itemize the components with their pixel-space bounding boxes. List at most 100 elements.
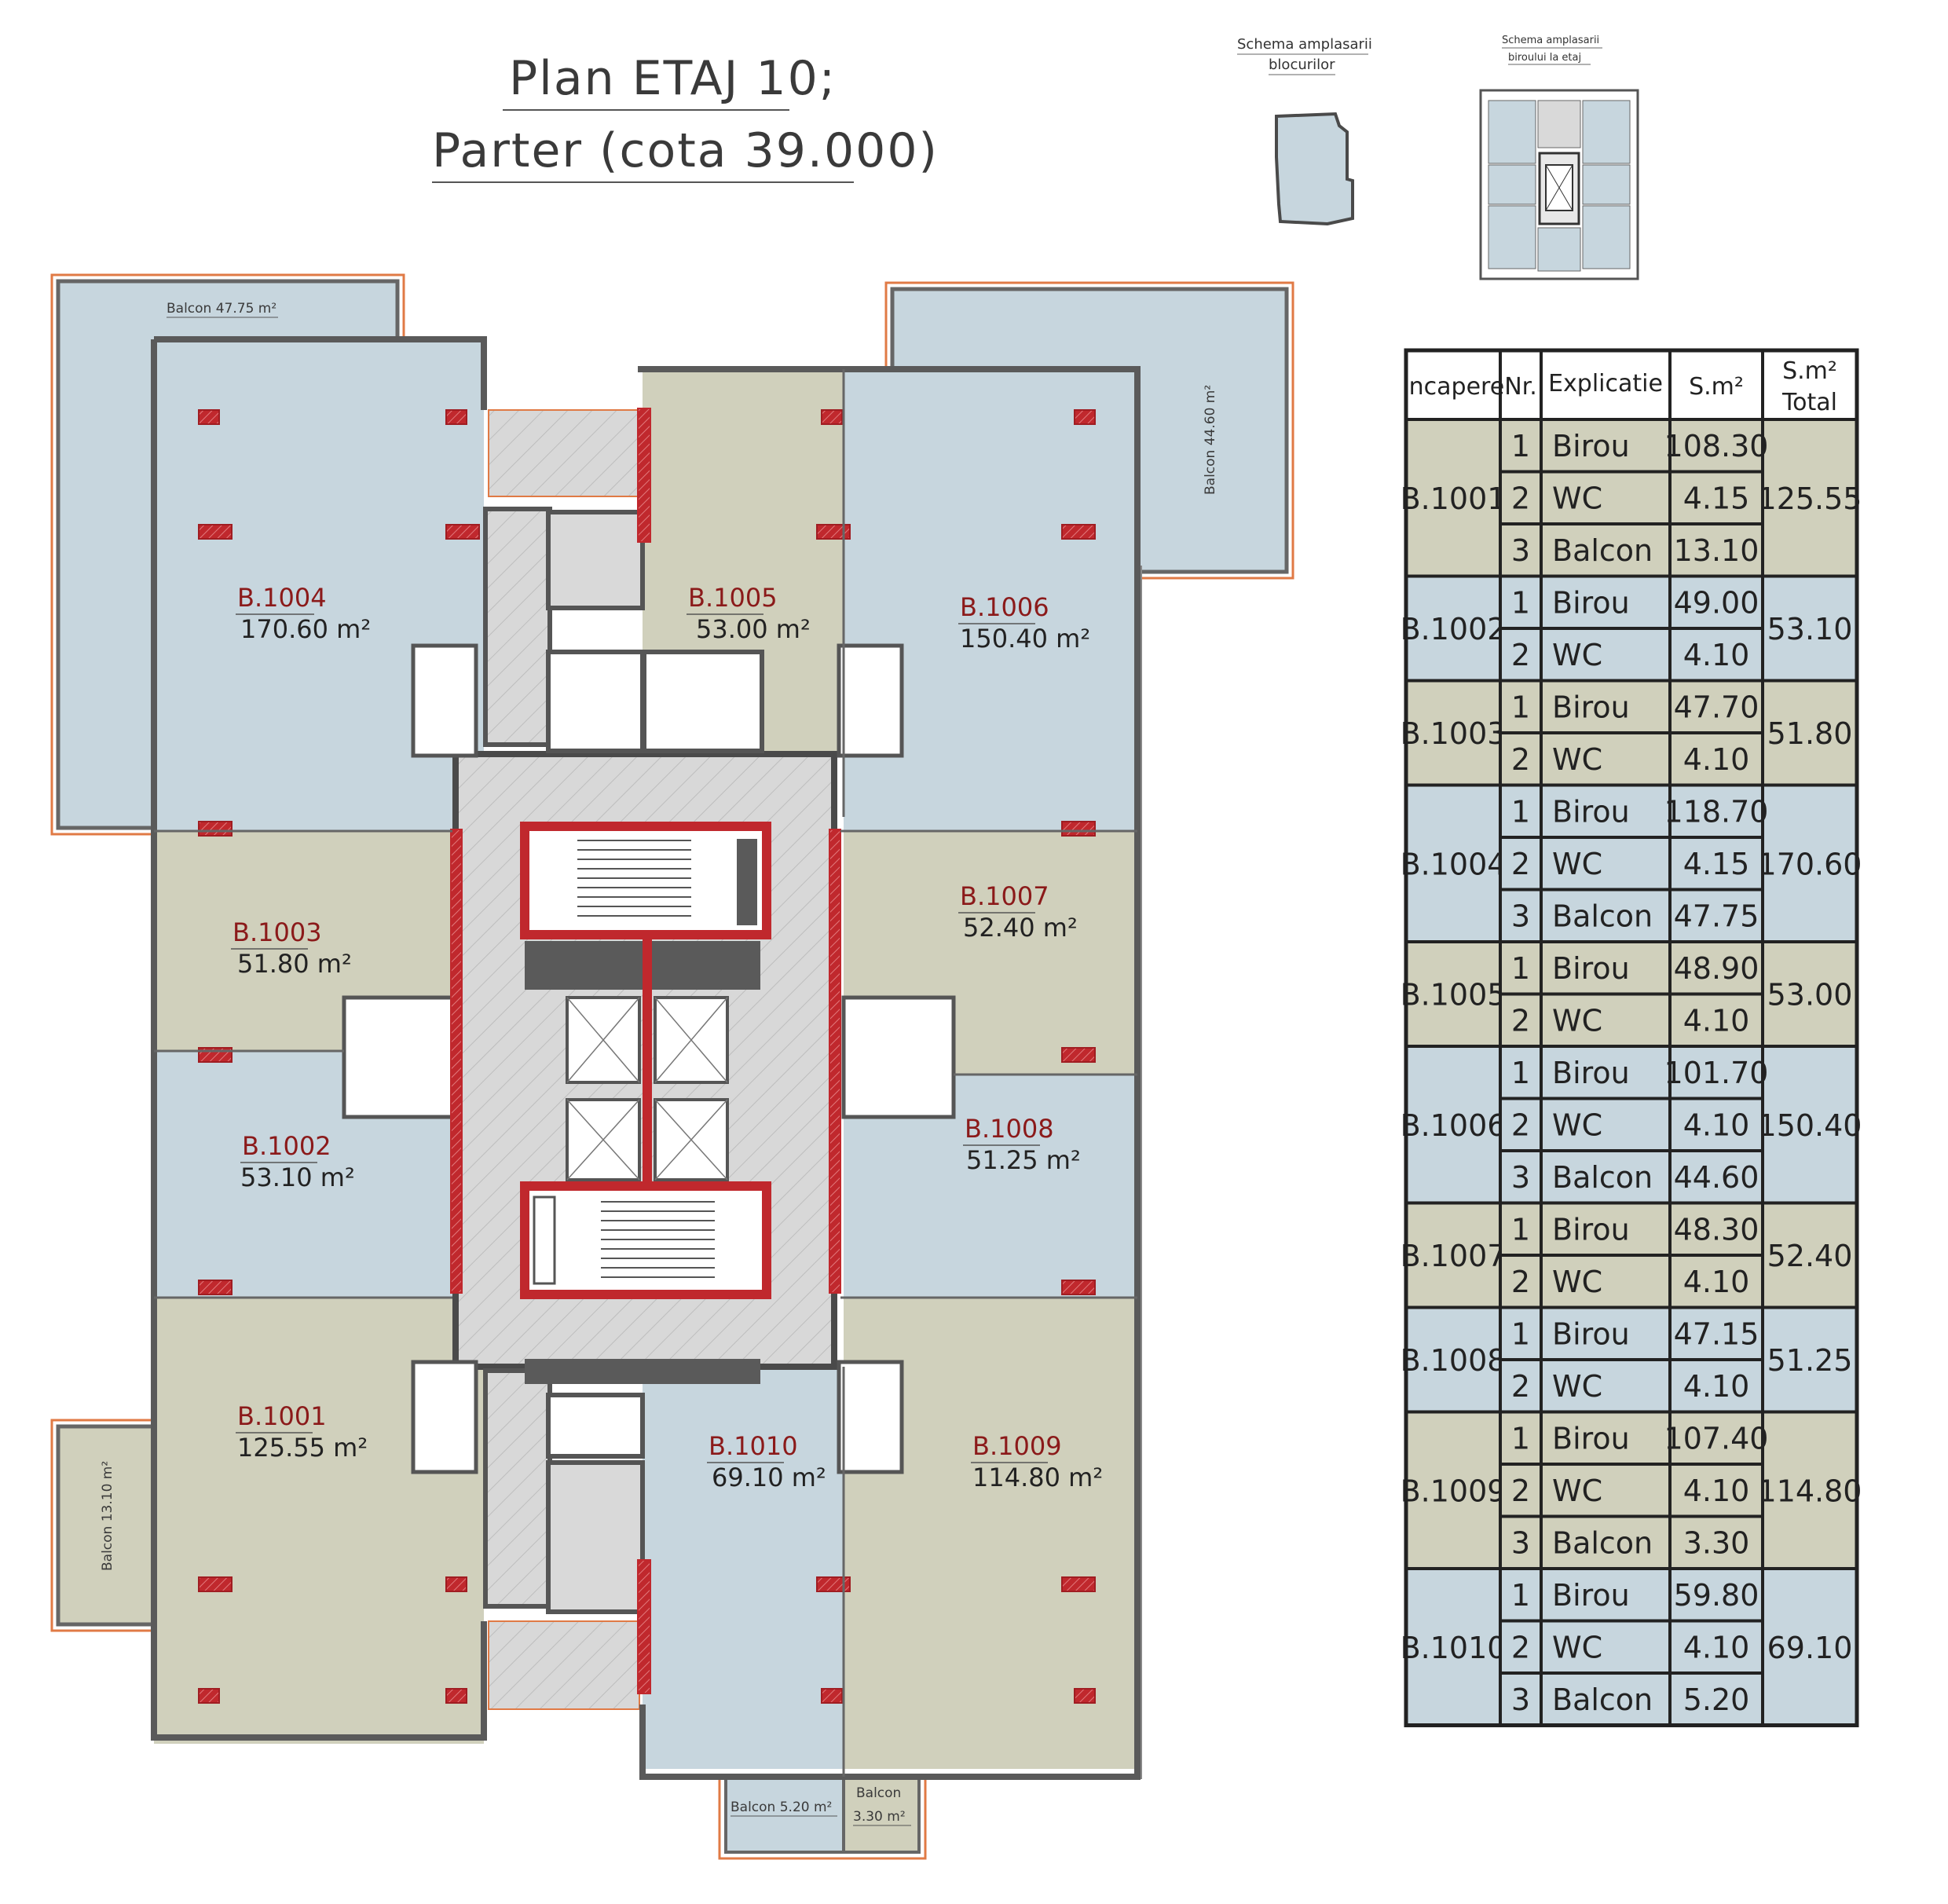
row-area: 48.90: [1674, 951, 1759, 986]
row-nr: 3: [1511, 533, 1530, 568]
north-corridor: [483, 507, 552, 747]
unit-cell: [1404, 418, 1502, 578]
row-nr: 2: [1511, 1108, 1530, 1143]
balcony-13-10: [50, 1419, 160, 1632]
row-nr: 1: [1511, 795, 1530, 829]
row-explicatie: Birou: [1552, 1422, 1630, 1456]
row-area: 59.80: [1674, 1578, 1759, 1613]
table-unit-id: B.1001: [1401, 481, 1507, 516]
row-explicatie: WC: [1552, 638, 1602, 672]
row-explicatie: Birou: [1552, 951, 1630, 986]
header-sm-total: S.m²: [1782, 357, 1837, 385]
row-area: 4.15: [1683, 847, 1750, 881]
row-nr: 1: [1511, 1213, 1530, 1247]
table-unit-id: B.1010: [1401, 1631, 1507, 1665]
balcony-label-3-30-area: 3.30 m²: [853, 1809, 906, 1825]
row-area: 13.10: [1674, 533, 1759, 568]
unit-cell: [1404, 1045, 1502, 1205]
unit-area: 114.80 m²: [972, 1463, 1103, 1492]
row-explicatie: WC: [1552, 1631, 1602, 1665]
unit-id: B.1008: [965, 1114, 1054, 1144]
header-total: Total: [1781, 389, 1837, 416]
table-unit-total: 53.00: [1767, 978, 1853, 1012]
table-unit-total: 51.25: [1767, 1343, 1853, 1378]
table-unit-total: 150.40: [1758, 1108, 1862, 1143]
unit-area: 69.10 m²: [712, 1463, 826, 1492]
row-nr: 3: [1511, 899, 1530, 934]
table-unit-total: 170.60: [1758, 847, 1862, 881]
mini-map-blocks-label-1: Schema amplasarii: [1237, 36, 1372, 53]
table-unit-id: B.1003: [1401, 716, 1507, 751]
unit-label-b1005: B.1005 53.00 m²: [687, 583, 811, 644]
table-row: 1 Birou 48.90: [1499, 940, 1764, 996]
unit-label-b1001: B.1001 125.55 m²: [236, 1401, 368, 1463]
row-area: 47.15: [1674, 1317, 1759, 1352]
unit-area: 170.60 m²: [240, 614, 371, 644]
plan-title: Plan ETAJ 10; Parter (cota 39.000): [432, 51, 937, 183]
row-nr: 1: [1511, 951, 1530, 986]
row-area: 49.00: [1674, 586, 1759, 621]
row-area: 4.10: [1683, 1004, 1750, 1038]
header-sm: S.m²: [1689, 373, 1744, 401]
row-nr: 1: [1511, 586, 1530, 621]
unit-label-b1007: B.1007 52.40 m²: [958, 881, 1078, 943]
row-explicatie: Birou: [1552, 586, 1630, 621]
row-explicatie: Birou: [1552, 429, 1630, 463]
row-explicatie: WC: [1552, 1004, 1602, 1038]
row-explicatie: WC: [1552, 742, 1602, 777]
table-row: 2 WC 4.10: [1499, 1097, 1764, 1152]
unit-label-b1003: B.1003 51.80 m²: [231, 917, 352, 979]
row-nr: 1: [1511, 1578, 1530, 1613]
row-area: 5.20: [1683, 1682, 1750, 1717]
row-area: 118.70: [1664, 795, 1769, 829]
row-explicatie: WC: [1552, 1265, 1602, 1299]
balcony-label-3-30: Balcon: [856, 1785, 901, 1801]
row-area: 4.10: [1683, 1108, 1750, 1143]
table-unit-total: 51.80: [1767, 716, 1853, 751]
row-area: 48.30: [1674, 1213, 1759, 1247]
row-nr: 2: [1511, 481, 1530, 516]
balcony-label-5-20: Balcon 5.20 m²: [730, 1800, 832, 1815]
row-explicatie: Balcon: [1552, 1160, 1653, 1195]
north-hatch: [488, 409, 640, 497]
unit-id: B.1003: [233, 917, 322, 947]
table-unit-id: B.1008: [1401, 1343, 1507, 1378]
header-room: Incapere: [1402, 373, 1504, 401]
unit-id: B.1002: [242, 1131, 331, 1161]
unit-label-b1008: B.1008 51.25 m²: [963, 1114, 1081, 1175]
header-explicatie: Explicatie: [1548, 370, 1663, 397]
total-cell: [1761, 1305, 1858, 1414]
table-unit-total: 52.40: [1767, 1239, 1853, 1273]
unit-area: 53.00 m²: [696, 614, 811, 644]
table-unit-total: 69.10: [1767, 1631, 1853, 1665]
unit-label-b1002: B.1002 53.10 m²: [240, 1131, 355, 1192]
total-cell: [1761, 783, 1858, 943]
row-explicatie: WC: [1552, 1369, 1602, 1404]
unit-cell: [1404, 783, 1502, 943]
unit-id: B.1010: [709, 1431, 798, 1461]
exterior-walls: [151, 336, 1141, 1780]
row-explicatie: WC: [1552, 1108, 1602, 1143]
table-unit-id: B.1005: [1401, 978, 1507, 1012]
title-line-1: Plan ETAJ 10;: [509, 51, 837, 106]
table-unit-id: B.1004: [1401, 847, 1507, 881]
balcony-label-13-10: Balcon 13.10 m²: [100, 1461, 115, 1571]
row-area: 4.10: [1683, 638, 1750, 672]
row-explicatie: Balcon: [1552, 899, 1653, 934]
